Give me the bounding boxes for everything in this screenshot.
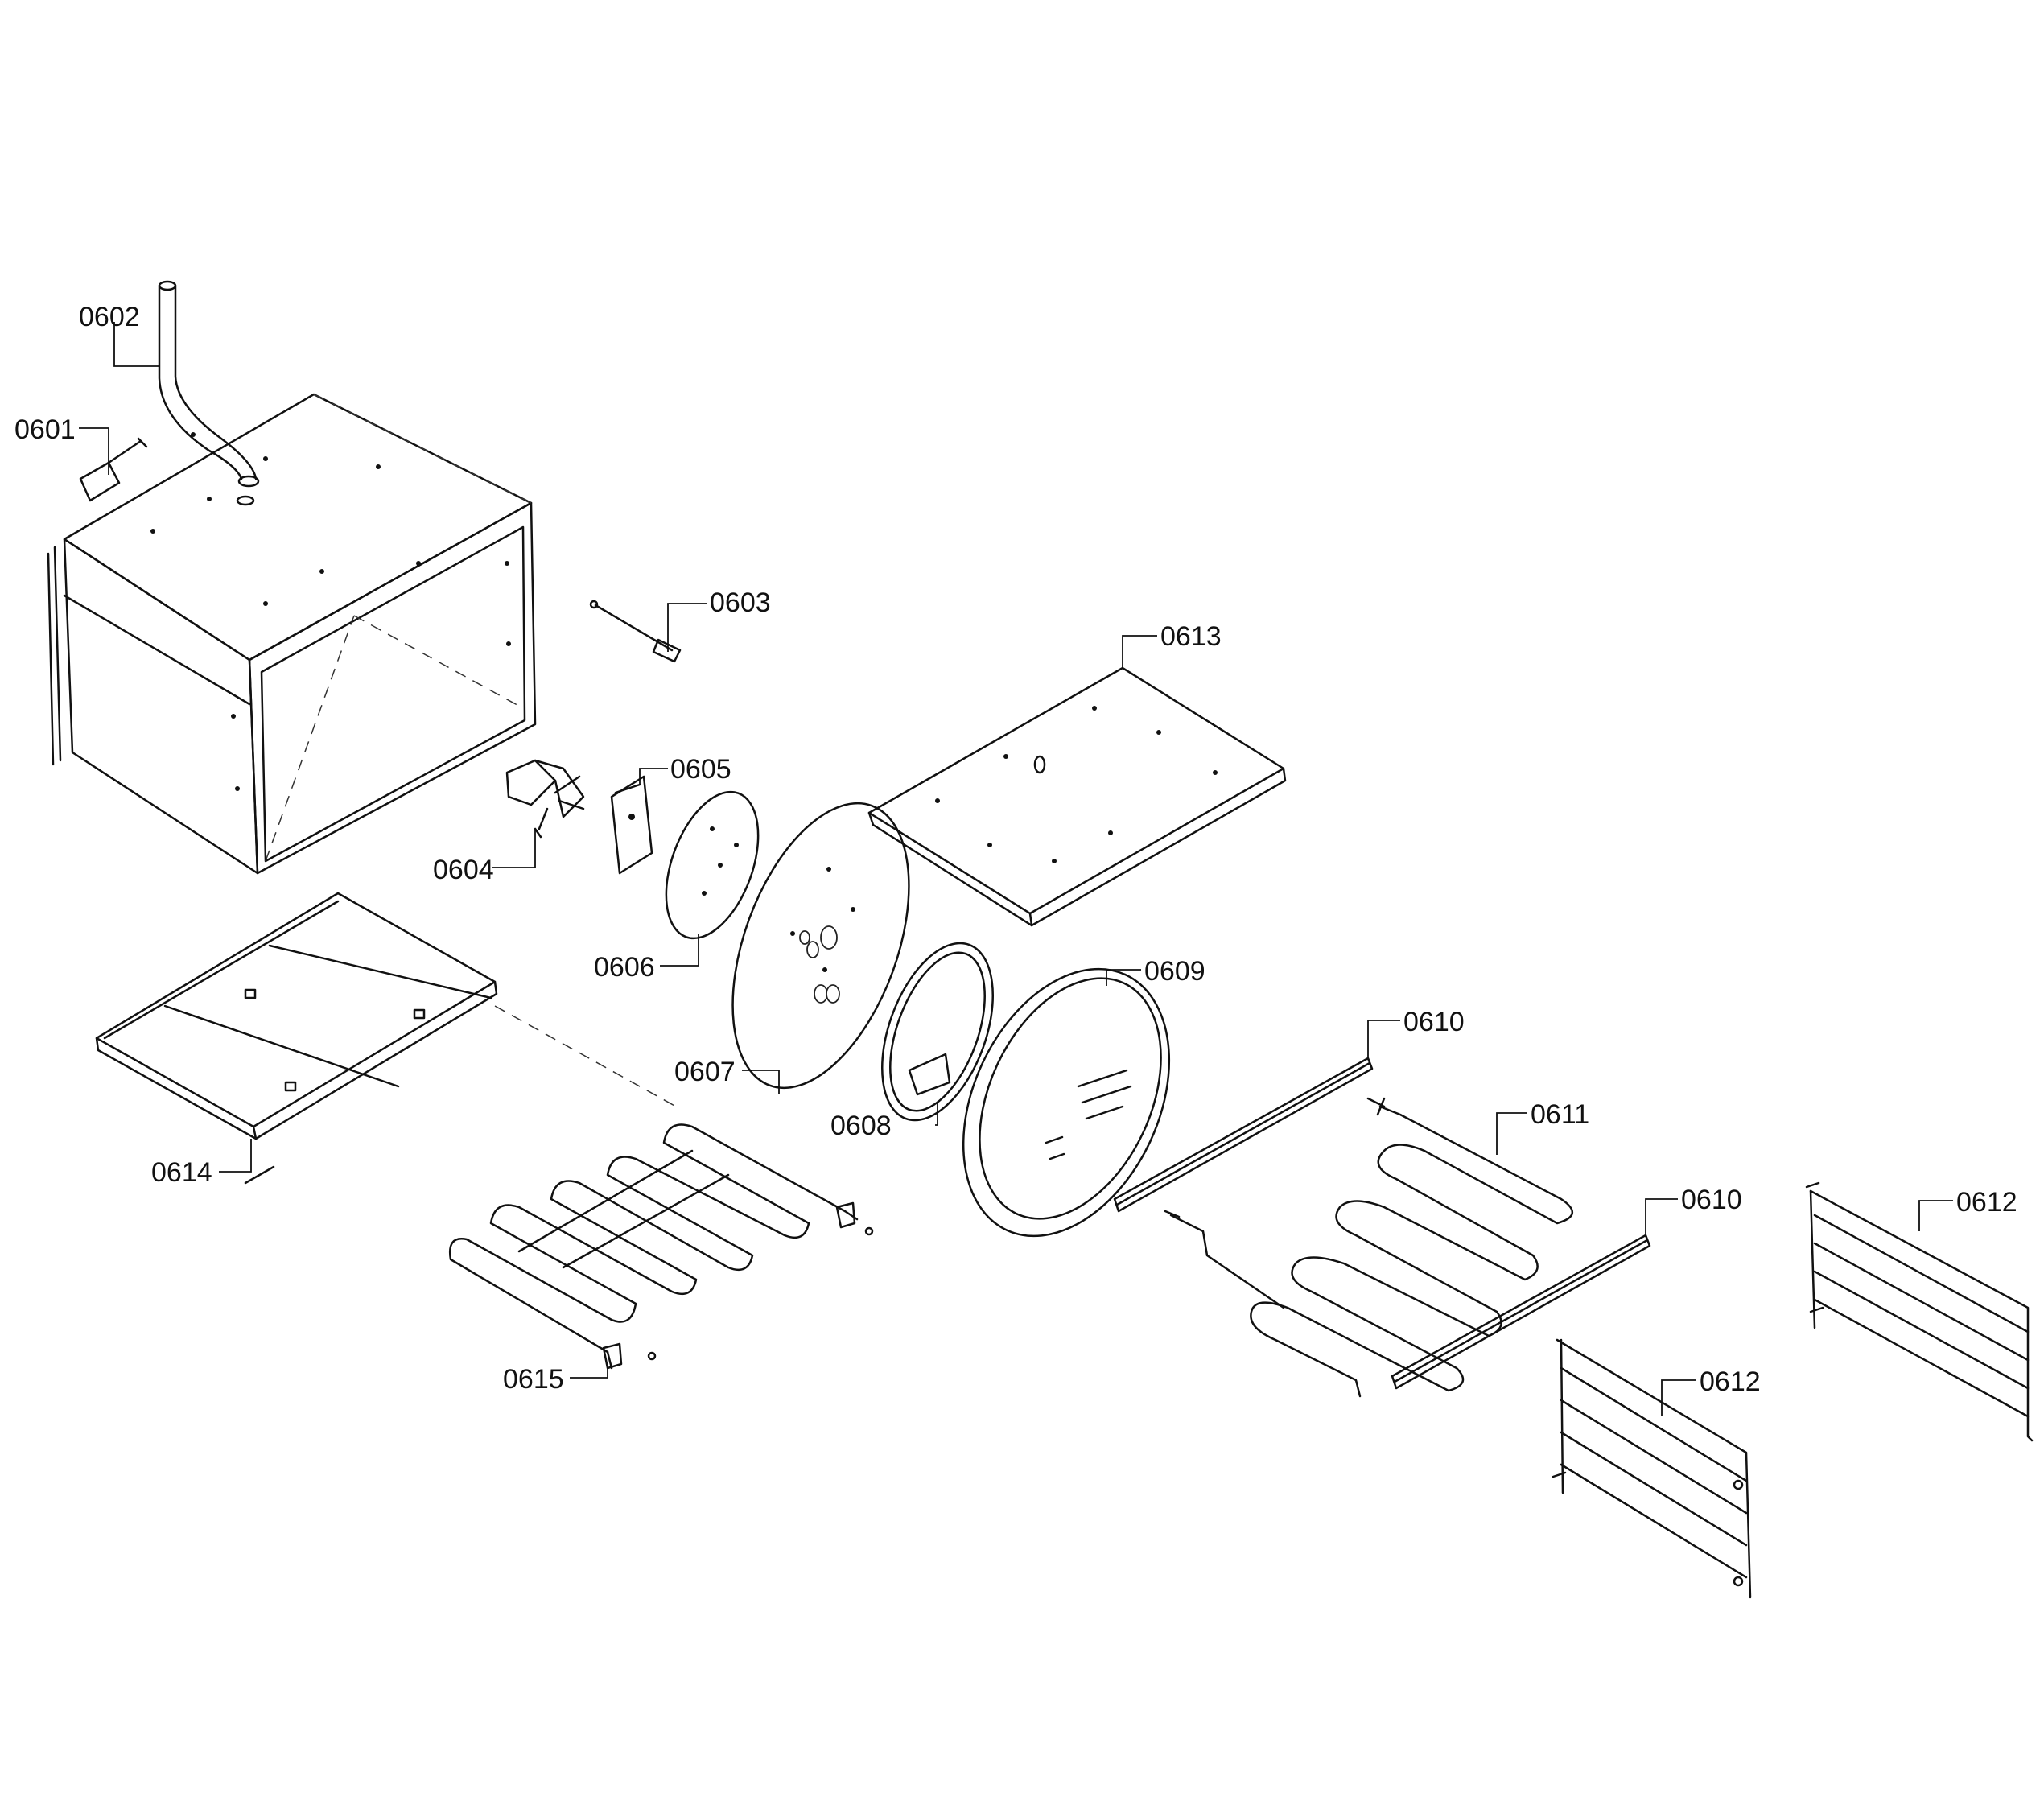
part-0612-rack-support-left [1552, 1338, 1752, 1599]
label-0602: 0602 [79, 302, 140, 332]
part-0611-broil-element [1164, 1097, 1573, 1398]
part-0607-rear-baffle-disc [731, 802, 910, 1090]
label-0612-right: 0612 [1956, 1187, 2017, 1218]
part-0609-convection-fan-cover [962, 967, 1171, 1238]
label-0607: 0607 [674, 1057, 736, 1087]
oven-cavity [47, 393, 537, 875]
part-0604-convection-fan-motor [505, 759, 585, 839]
part-0608-convection-ring-element [881, 942, 994, 1122]
part-0613-top-panel [867, 666, 1287, 927]
label-0601: 0601 [14, 414, 76, 445]
label-0614: 0614 [151, 1157, 212, 1188]
label-0613: 0613 [1160, 621, 1222, 652]
part-0602-vent-tube [158, 280, 260, 506]
label-0610-upper: 0610 [1403, 1007, 1465, 1037]
label-0608: 0608 [830, 1111, 892, 1141]
label-0610-lower: 0610 [1681, 1185, 1742, 1215]
part-labels: 0602 0601 0603 0613 0605 0604 0606 0609 … [14, 302, 2017, 1397]
leader-lines [79, 322, 1953, 1416]
part-0603-temperature-sensor [589, 600, 682, 663]
label-0606: 0606 [594, 952, 655, 983]
part-0605-motor-mount-plate [610, 775, 653, 875]
label-0603: 0603 [710, 587, 771, 618]
part-0614-bottom-panel [95, 892, 677, 1185]
label-0611: 0611 [1531, 1099, 1589, 1130]
part-0610-side-rail-upper [1113, 1057, 1374, 1213]
label-0609: 0609 [1144, 956, 1205, 987]
part-0606-fan-baffle-disc [665, 790, 760, 940]
part-0601-connector [79, 437, 148, 502]
label-0604: 0604 [433, 855, 494, 885]
label-0615: 0615 [503, 1364, 564, 1395]
label-0605: 0605 [670, 754, 731, 785]
label-0612-left: 0612 [1700, 1366, 1761, 1397]
part-0612-rack-support-right [1805, 1181, 2034, 1442]
part-0610-side-rail-lower [1391, 1234, 1651, 1390]
part-0615-bake-element [448, 1123, 874, 1370]
